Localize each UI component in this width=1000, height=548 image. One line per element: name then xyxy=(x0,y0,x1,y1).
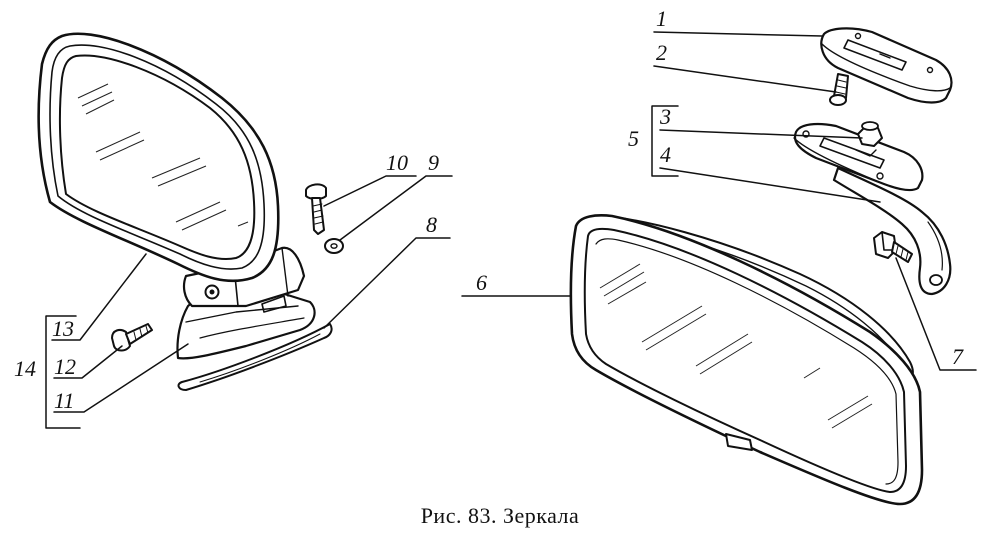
callout-14: 14 xyxy=(14,356,36,381)
callout-13: 13 xyxy=(52,316,74,341)
callout-8: 8 xyxy=(426,212,437,237)
bracket-14 xyxy=(45,315,81,429)
bracket-5 xyxy=(651,105,679,177)
leader-9 xyxy=(339,175,453,241)
callout-5: 5 xyxy=(628,126,639,151)
callout-labels: 1 2 3 4 5 6 7 8 9 10 13 12 11 14 xyxy=(14,6,964,413)
leader-2 xyxy=(653,65,837,93)
leader-7 xyxy=(895,257,977,371)
leader-lines xyxy=(45,31,977,429)
glass-reflection-marks xyxy=(77,83,249,231)
callout-12: 12 xyxy=(54,354,76,379)
callout-2: 2 xyxy=(656,40,667,65)
callout-4: 4 xyxy=(660,142,671,167)
leader-12 xyxy=(53,345,123,379)
exterior-mirror xyxy=(37,32,333,391)
leader-13 xyxy=(51,253,147,341)
bracket-assembly xyxy=(793,121,952,296)
callout-6: 6 xyxy=(476,270,487,295)
leader-10 xyxy=(323,175,417,207)
screw-2 xyxy=(829,73,849,106)
callout-1: 1 xyxy=(656,6,667,31)
rear-glass-reflection-marks xyxy=(599,263,873,429)
washer-9 xyxy=(324,238,344,254)
leader-8 xyxy=(323,237,451,329)
rear-view-mirror xyxy=(569,214,924,506)
mirror-housing xyxy=(37,32,280,283)
leader-3 xyxy=(659,129,863,139)
mirror-glass xyxy=(58,54,256,260)
callout-10: 10 xyxy=(386,150,408,175)
screw-12 xyxy=(111,323,153,352)
mounting-plate-1 xyxy=(820,27,953,104)
screw-10 xyxy=(305,183,327,235)
callout-7: 7 xyxy=(952,344,964,369)
callout-3: 3 xyxy=(659,104,671,129)
bolt-7 xyxy=(873,231,913,263)
callout-11: 11 xyxy=(54,388,74,413)
figure-caption: Рис. 83. Зеркала xyxy=(420,503,580,528)
pedestal-screw-hole xyxy=(204,284,220,300)
leader-11 xyxy=(53,343,189,413)
callout-9: 9 xyxy=(428,150,439,175)
leader-4 xyxy=(659,167,881,203)
leader-1 xyxy=(653,31,823,37)
gasket-strip xyxy=(177,323,333,391)
